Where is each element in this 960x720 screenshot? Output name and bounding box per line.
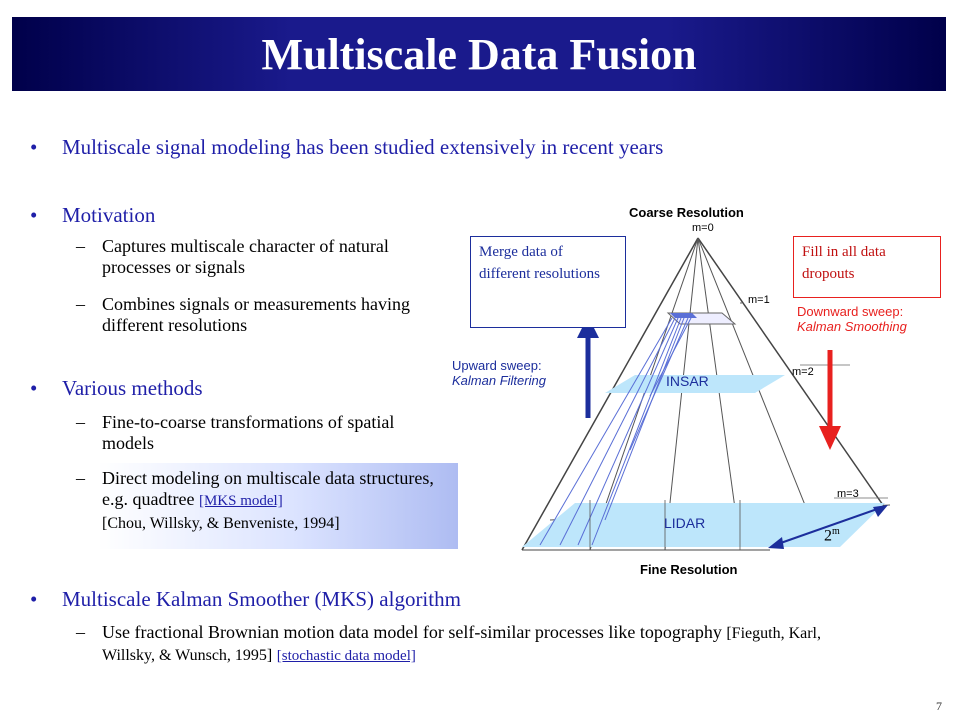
dash: – <box>76 468 85 488</box>
bullet-dot: • <box>30 203 38 227</box>
downward-sweep-title: Downward sweep: <box>797 304 904 319</box>
highlight-box <box>98 463 458 549</box>
sub-text: Captures multiscale character of natural… <box>102 236 389 277</box>
sub-text: Direct modeling on multiscale data struc… <box>102 468 457 534</box>
bullet-4-text: Multiscale Kalman Smoother (MKS) algorit… <box>62 587 461 611</box>
scale-arrow <box>774 507 881 546</box>
scale-label: 2m <box>824 526 840 545</box>
level-m2: m=2 <box>792 366 814 378</box>
upward-sweep-label: Upward sweep: Kalman Filtering <box>452 358 546 388</box>
sub-text: Combines signals or measurements having … <box>102 294 410 335</box>
insar-plane <box>605 375 785 393</box>
pyramid-svg <box>521 237 891 551</box>
level-m0: m=0 <box>692 222 714 234</box>
dash: – <box>76 412 85 432</box>
sub-text-main: Direct modeling on multiscale data struc… <box>102 468 434 509</box>
slide-title: Multiscale Data Fusion <box>261 29 697 79</box>
upward-sweep-title: Upward sweep: <box>452 358 542 373</box>
downward-sweep-label: Downward sweep: Kalman Smoothing <box>797 304 907 334</box>
citation: [Fieguth, Karl, Willsky, & Wunsch, 1995] <box>102 625 821 664</box>
lidar-plane <box>522 503 885 547</box>
insar-label: INSAR <box>666 373 709 389</box>
level-m3: m=3 <box>837 488 859 500</box>
sub-text: Use fractional Brownian motion data mode… <box>102 622 852 667</box>
dash: – <box>76 236 85 256</box>
sub-text: Fine-to-coarse transformations of spatia… <box>102 412 395 453</box>
bullet-dot: • <box>30 135 38 159</box>
level-m1: m=1 <box>748 294 770 306</box>
citation: [Chou, Willsky, & Benveniste, 1994] <box>102 515 340 532</box>
stochastic-data-model-link[interactable]: [stochastic data model] <box>276 648 416 664</box>
bullet-dot: • <box>30 587 38 611</box>
scale-base: 2 <box>824 527 832 545</box>
mks-model-link[interactable]: [MKS model] <box>198 493 283 509</box>
page-number: 7 <box>936 699 942 713</box>
upward-sweep-sub: Kalman Filtering <box>452 373 546 388</box>
bullet-1-text: Multiscale signal modeling has been stud… <box>62 135 664 159</box>
bullet-2-text: Motivation <box>62 203 156 227</box>
bullet-dot: • <box>30 376 38 400</box>
downward-sweep-sub: Kalman Smoothing <box>797 319 907 334</box>
dash: – <box>76 294 85 314</box>
bullet-3-text: Various methods <box>62 376 203 400</box>
fill-dropouts-box: Fill in all data dropouts <box>793 236 941 298</box>
pyramid-diagram: Coarse Resolution Fine Resolution m=0 m=… <box>440 200 960 590</box>
scale-exponent: m <box>832 526 840 537</box>
fine-resolution-label: Fine Resolution <box>640 562 738 577</box>
title-bar: Multiscale Data Fusion <box>12 17 946 91</box>
sub-text-main: Use fractional Brownian motion data mode… <box>102 622 722 642</box>
coarse-resolution-label: Coarse Resolution <box>629 205 744 220</box>
dash: – <box>76 622 85 642</box>
lidar-label: LIDAR <box>664 515 706 531</box>
merge-data-box: Merge data of different resolutions <box>470 236 626 328</box>
